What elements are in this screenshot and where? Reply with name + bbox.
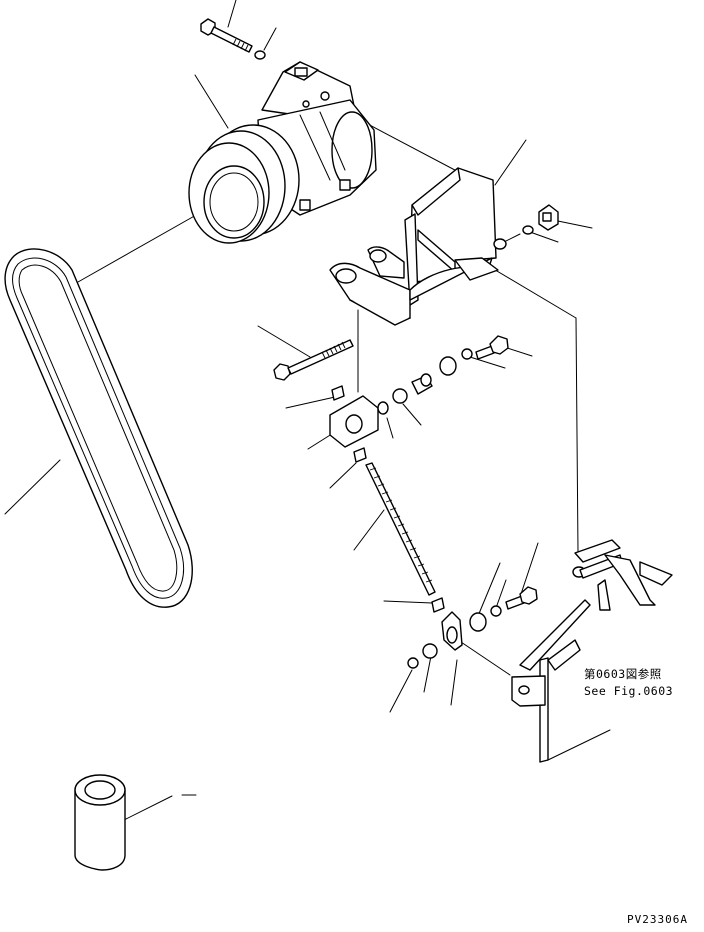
adjuster-spacer	[392, 388, 408, 404]
lower-bolt	[505, 586, 538, 610]
square-nut	[538, 204, 559, 231]
drawing-id: PV23306A	[627, 913, 688, 926]
adjuster-bolt	[475, 335, 509, 360]
upper-bolt	[200, 18, 253, 53]
lower-washer-right	[490, 605, 502, 617]
lower-washer	[407, 657, 419, 669]
lower-spacer	[422, 643, 438, 659]
bracket-washer	[522, 225, 534, 235]
adjuster-bushing	[411, 373, 433, 395]
figure-reference-note: 第0603図参照 See Fig.0603	[584, 666, 673, 700]
canister	[74, 774, 126, 871]
lower-pin	[431, 597, 445, 613]
lower-adjuster-block	[441, 611, 463, 651]
middle-pin	[353, 447, 367, 463]
upper-spacer	[439, 356, 457, 376]
compressor	[188, 61, 377, 244]
long-bolt	[273, 339, 354, 381]
support-bracket	[511, 539, 673, 763]
reference-note-japanese: 第0603図参照	[584, 667, 662, 681]
upper-washer	[254, 50, 266, 60]
v-belt	[4, 248, 193, 608]
adjuster-washer	[377, 401, 389, 415]
upper-adjuster-block	[329, 395, 379, 448]
threaded-rod	[365, 462, 436, 596]
upper-washer-small	[461, 348, 473, 360]
reference-note-english: See Fig.0603	[584, 684, 674, 698]
lower-spacer-right	[469, 612, 487, 632]
mounting-bracket	[329, 167, 507, 326]
upper-pin	[331, 385, 345, 401]
